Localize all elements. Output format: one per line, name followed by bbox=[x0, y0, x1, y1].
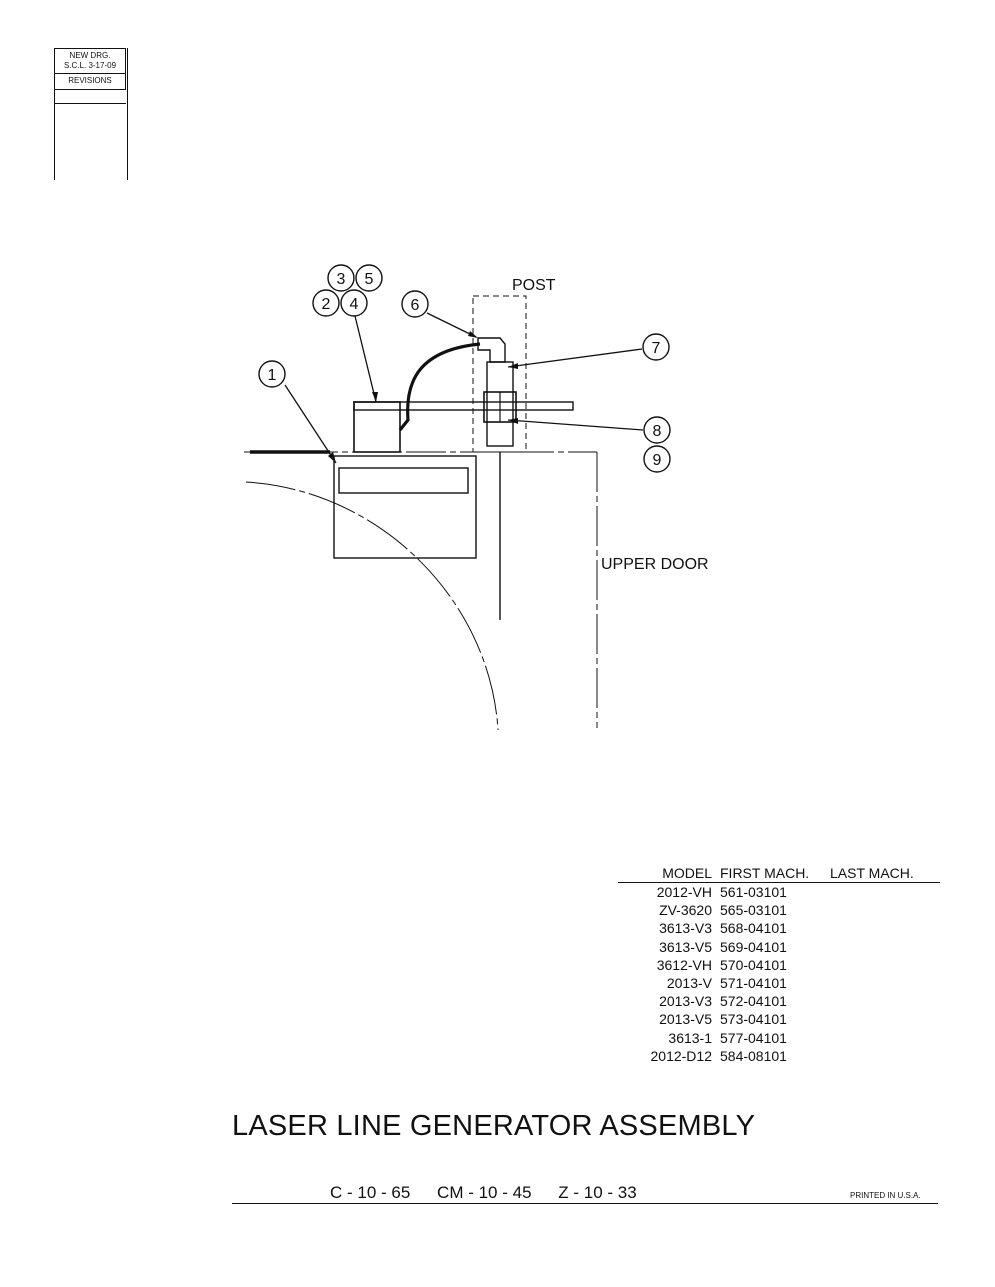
table-row: 2012-VH 561-03101 bbox=[618, 883, 940, 901]
leader-8 bbox=[507, 419, 644, 431]
model-cell: 3613-V5 bbox=[659, 938, 712, 955]
post-label: POST bbox=[512, 277, 556, 294]
callout-5-circle bbox=[355, 264, 383, 292]
table-row: 2013-V3 572-04101 bbox=[618, 992, 940, 1010]
revision-header-line2: S.C.L. 3-17-09 bbox=[63, 61, 117, 70]
model-cell: 2013-V5 bbox=[659, 1011, 712, 1028]
post-outline bbox=[472, 295, 527, 453]
callout-5: 5 bbox=[365, 271, 374, 288]
table-row: 3613-1 577-04101 bbox=[618, 1029, 940, 1047]
leader-7 bbox=[507, 348, 643, 368]
callout-8-circle bbox=[643, 416, 671, 444]
model-cell: 3612-VH bbox=[656, 956, 712, 973]
table-row: 3612-VH 570-04101 bbox=[618, 956, 940, 974]
last-mach-cell bbox=[830, 883, 940, 901]
callout-9-circle bbox=[643, 445, 671, 473]
table-row: 3613-V5 569-04101 bbox=[618, 938, 940, 956]
callout-6: 6 bbox=[411, 297, 420, 314]
last-mach-cell bbox=[830, 956, 940, 974]
table-row: 2012-D12 584-08101 bbox=[618, 1047, 940, 1065]
page-code-c: C - 10 - 65 bbox=[330, 1183, 411, 1202]
callout-1: 1 bbox=[268, 367, 277, 384]
model-cell: ZV-3620 bbox=[659, 902, 712, 919]
door-swing-arc bbox=[245, 481, 499, 731]
callout-4: 4 bbox=[350, 296, 359, 313]
last-mach-cell bbox=[830, 938, 940, 956]
last-mach-cell bbox=[830, 1029, 940, 1047]
first-mach-cell: 561-03101 bbox=[720, 884, 787, 900]
last-mach-cell bbox=[830, 1010, 940, 1028]
callout-2: 2 bbox=[322, 296, 331, 313]
mounting-bar bbox=[353, 401, 574, 411]
table-row: 3613-V3 568-04101 bbox=[618, 919, 940, 937]
first-mach-cell: 577-04101 bbox=[720, 1029, 787, 1046]
elbow-fitting bbox=[477, 337, 506, 363]
mount-box-slot bbox=[338, 467, 469, 494]
callout-4-circle bbox=[340, 289, 368, 317]
model-table-header: MODEL FIRST MACH. LAST MACH. bbox=[618, 864, 940, 883]
leader-2-4 bbox=[354, 315, 377, 403]
first-mach-cell: 570-04101 bbox=[720, 956, 787, 973]
first-mach-cell: 568-04101 bbox=[720, 920, 787, 937]
revision-block bbox=[54, 48, 128, 180]
last-mach-cell bbox=[830, 992, 940, 1010]
last-mach-cell bbox=[830, 974, 940, 992]
printed-in-usa: PRINTED IN U.S.A. bbox=[850, 1191, 921, 1200]
callout-3: 3 bbox=[337, 271, 346, 288]
leader-6 bbox=[426, 312, 477, 338]
last-mach-cell bbox=[830, 919, 940, 937]
first-mach-cell: 569-04101 bbox=[720, 938, 787, 955]
page-code-z: Z - 10 - 33 bbox=[558, 1183, 637, 1202]
callout-7-circle bbox=[642, 333, 670, 361]
callout-9: 9 bbox=[653, 452, 662, 469]
first-mach-cell: 571-04101 bbox=[720, 974, 787, 991]
callout-3-circle bbox=[327, 264, 355, 292]
model-cell: 2012-VH bbox=[656, 884, 712, 900]
model-cell: 2013-V bbox=[666, 974, 712, 991]
model-table: MODEL FIRST MACH. LAST MACH. 2012-VH 561… bbox=[618, 864, 940, 1065]
first-mach-cell: 565-03101 bbox=[720, 902, 787, 919]
header-last-mach: LAST MACH. bbox=[830, 865, 914, 881]
revisions-label: REVISIONS bbox=[54, 74, 126, 90]
last-mach-cell bbox=[830, 901, 940, 919]
drawing-title: LASER LINE GENERATOR ASSEMBLY bbox=[232, 1110, 756, 1142]
last-mach-cell bbox=[830, 1047, 940, 1065]
footer-rule bbox=[232, 1203, 938, 1204]
callout-6-circle bbox=[401, 290, 429, 318]
mount-box bbox=[333, 455, 477, 559]
first-mach-cell: 572-04101 bbox=[720, 993, 787, 1010]
model-cell: 2013-V3 bbox=[659, 993, 712, 1010]
first-mach-cell: 573-04101 bbox=[720, 1011, 787, 1028]
table-row: 2013-V 571-04101 bbox=[618, 974, 940, 992]
table-row: 2013-V5 573-04101 bbox=[618, 1010, 940, 1028]
model-cell: 2012-D12 bbox=[650, 1047, 713, 1064]
callout-1-circle bbox=[258, 360, 286, 388]
revision-header-line1: NEW DRG. bbox=[69, 51, 111, 60]
page-codes: C - 10 - 65 CM - 10 - 45 Z - 10 - 33 bbox=[330, 1183, 659, 1203]
model-cell: 3613-V3 bbox=[659, 920, 712, 937]
laser-cable bbox=[398, 342, 481, 431]
header-model: MODEL bbox=[662, 865, 712, 881]
callout-8: 8 bbox=[653, 423, 662, 440]
page-code-cm: CM - 10 - 45 bbox=[437, 1183, 532, 1202]
callout-7: 7 bbox=[652, 340, 661, 357]
callout-2-circle bbox=[312, 289, 340, 317]
revision-divider bbox=[54, 103, 126, 104]
leader-1 bbox=[284, 384, 337, 464]
first-mach-cell: 584-08101 bbox=[720, 1047, 787, 1064]
header-first-mach: FIRST MACH. bbox=[720, 865, 810, 881]
table-row: ZV-3620 565-03101 bbox=[618, 901, 940, 919]
revision-header: NEW DRG. S.C.L. 3-17-09 bbox=[54, 48, 126, 74]
model-cell: 3613-1 bbox=[668, 1029, 712, 1046]
upper-door-label: UPPER DOOR bbox=[601, 556, 709, 573]
